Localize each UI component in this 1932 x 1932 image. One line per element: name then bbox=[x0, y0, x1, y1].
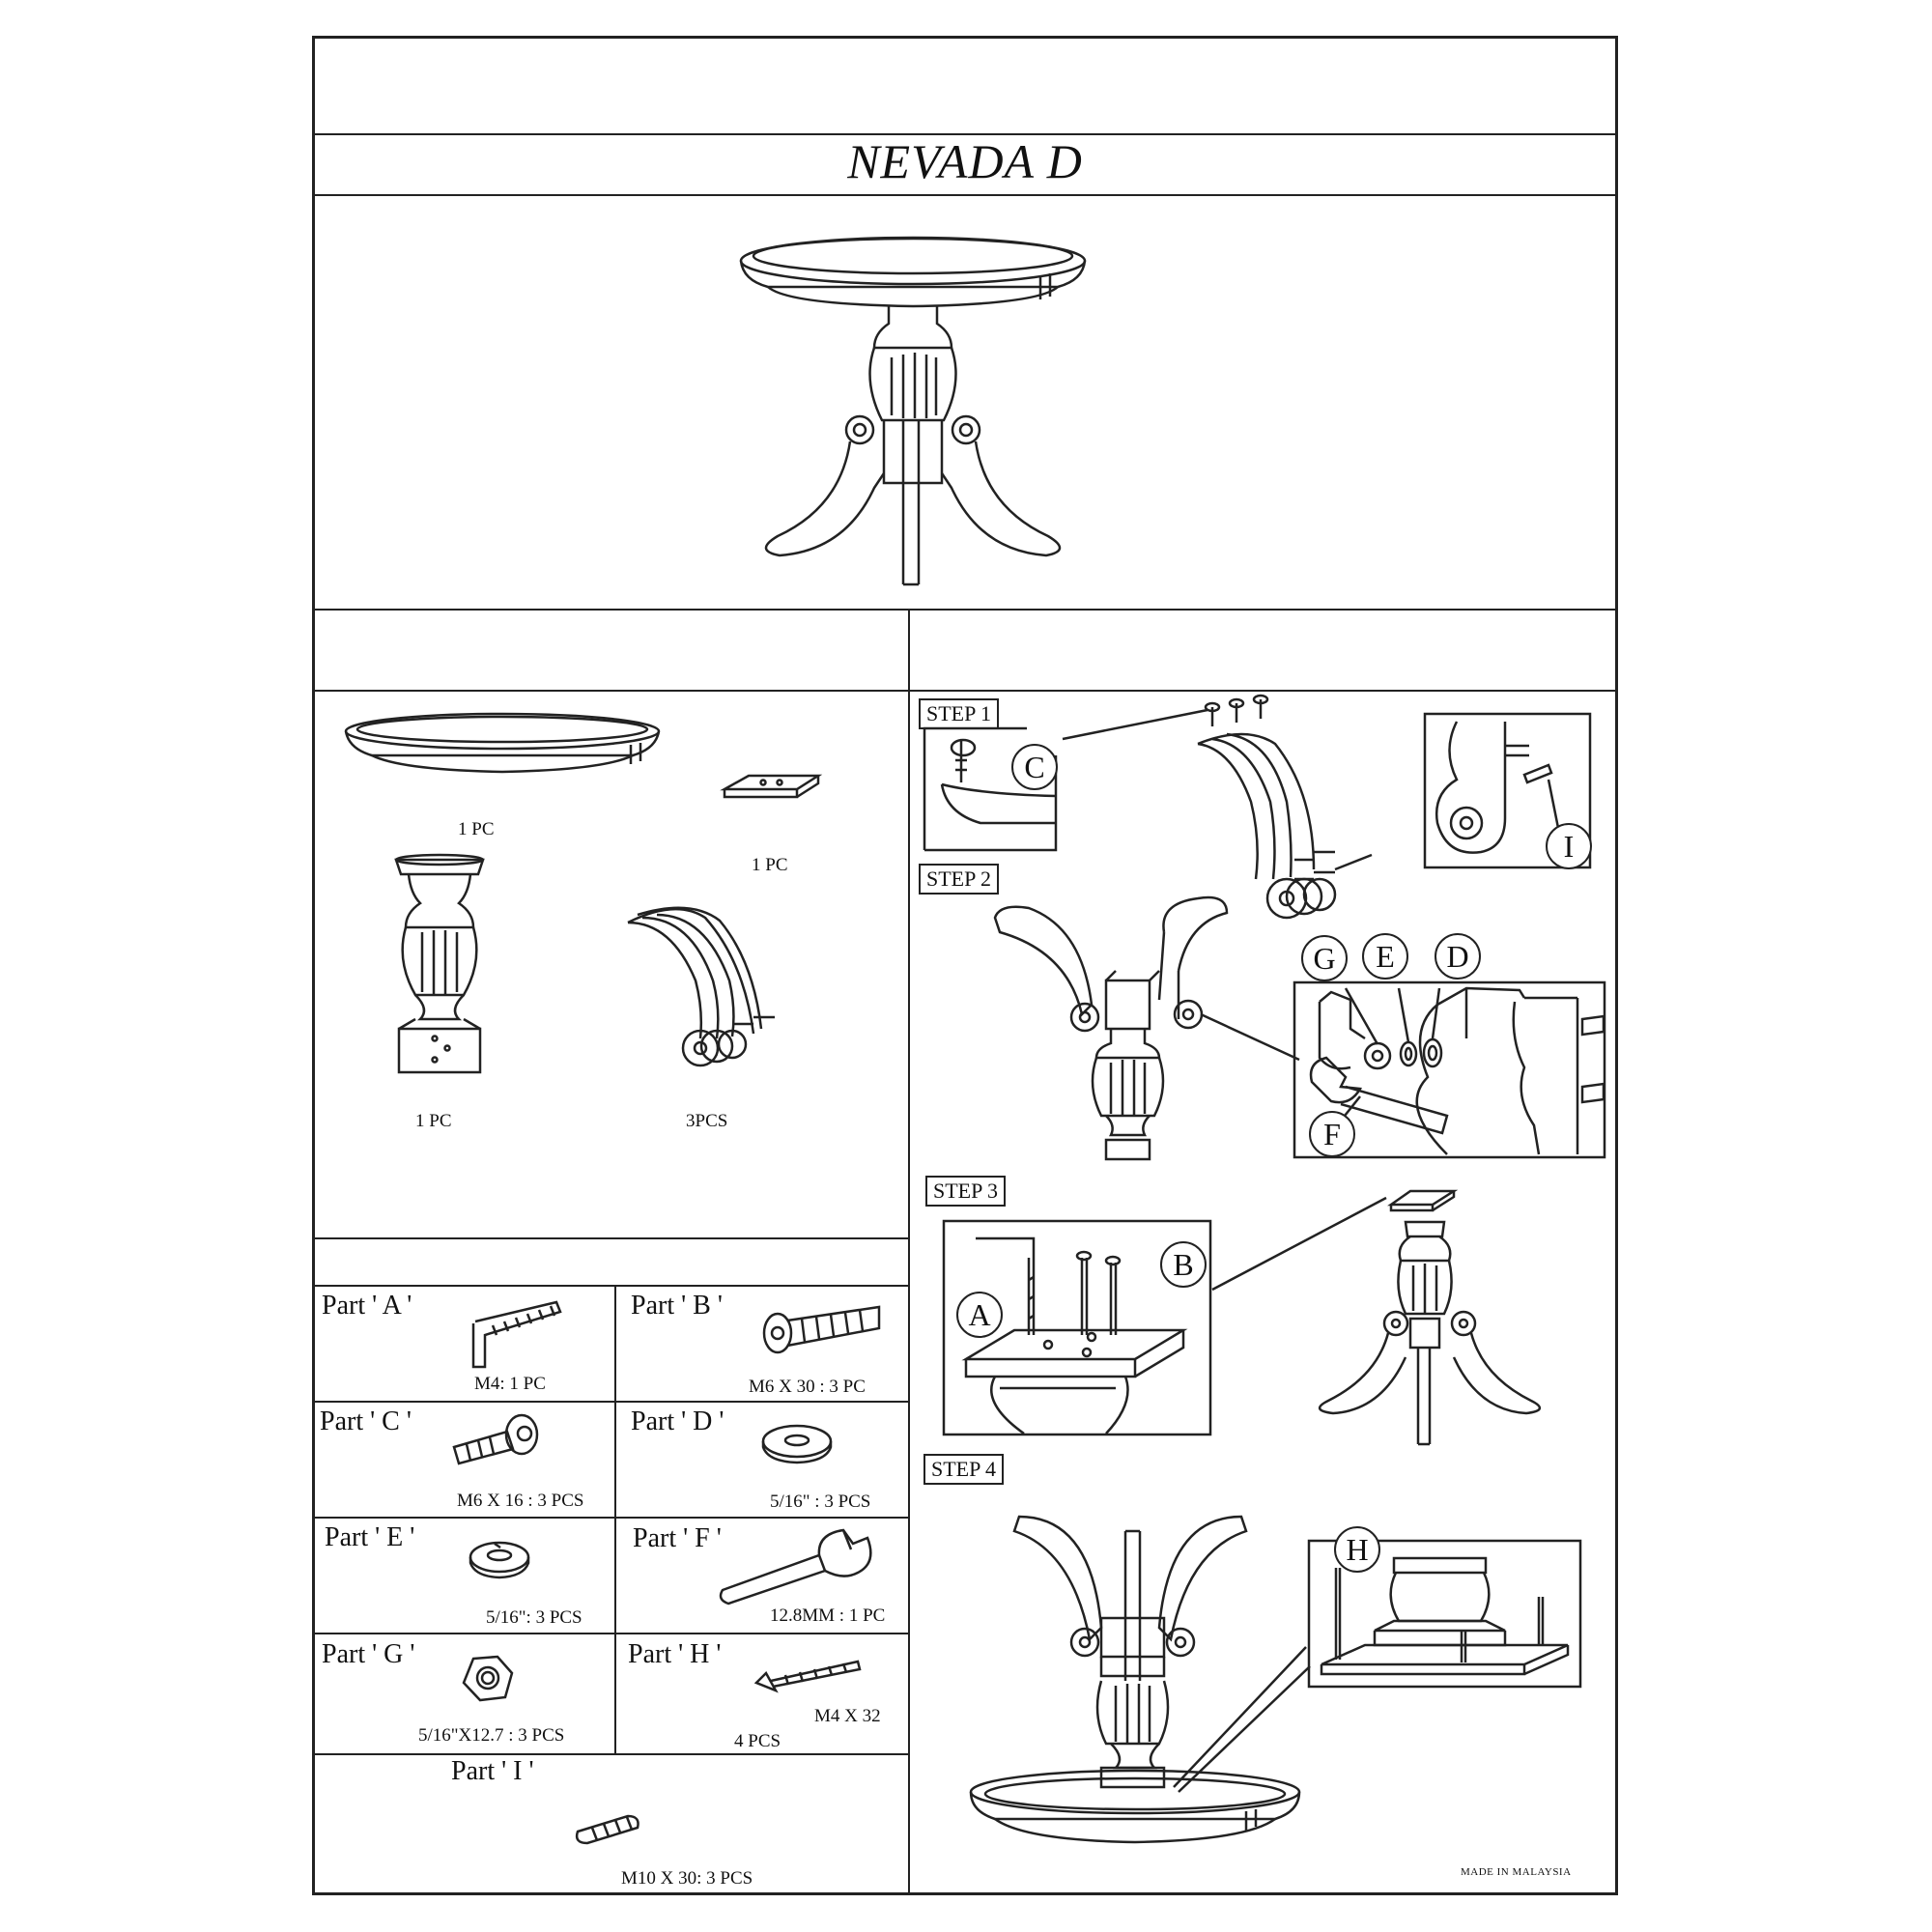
part-g-spec: 5/16"X12.7 : 3 PCS bbox=[418, 1725, 565, 1746]
part-h-label: Part ' H ' bbox=[628, 1639, 722, 1669]
part-d-spec: 5/16" : 3 PCS bbox=[770, 1492, 871, 1512]
callout-c: C bbox=[1011, 744, 1058, 790]
callout-g: G bbox=[1301, 935, 1348, 981]
part-i-spec: M10 X 30: 3 PCS bbox=[621, 1868, 753, 1889]
step-1-screws-and-legs bbox=[1063, 696, 1372, 927]
callout-e: E bbox=[1362, 933, 1408, 980]
pedestal-quantity: 1 PC bbox=[415, 1111, 452, 1131]
country-of-origin: MADE IN MALAYSIA bbox=[1461, 1866, 1572, 1878]
allen-key-icon bbox=[464, 1294, 565, 1377]
dowel-pin-icon bbox=[568, 1806, 645, 1855]
table-top-quantity: 1 PC bbox=[458, 819, 495, 839]
column-divider bbox=[908, 609, 910, 1895]
hex-nut-icon bbox=[459, 1654, 517, 1707]
part-h-spec: M4 X 32 bbox=[814, 1706, 881, 1726]
step-1-inset-box bbox=[1423, 712, 1592, 869]
header-divider-2 bbox=[312, 194, 1618, 196]
assembled-table-illustration bbox=[729, 227, 1096, 589]
part-f-label: Part ' F ' bbox=[633, 1523, 722, 1553]
callout-h: H bbox=[1334, 1526, 1380, 1573]
part-i-label: Part ' I ' bbox=[451, 1756, 534, 1786]
pedestal-column-part bbox=[391, 855, 488, 1082]
part-c-spec: M6 X 16 : 3 PCS bbox=[457, 1491, 584, 1511]
overview-divider bbox=[312, 609, 1618, 611]
part-b-spec: M6 X 30 : 3 PC bbox=[749, 1377, 866, 1397]
callout-f: F bbox=[1309, 1111, 1355, 1157]
section-header-divider bbox=[312, 690, 1618, 692]
part-a-spec: M4: 1 PC bbox=[474, 1374, 546, 1394]
step-2-inset-box bbox=[1293, 980, 1606, 1159]
mounting-plate-quantity: 1 PC bbox=[752, 855, 788, 875]
step-3-label: STEP 3 bbox=[925, 1176, 1007, 1207]
wood-screw-icon bbox=[752, 1654, 863, 1702]
part-b-label: Part ' B ' bbox=[631, 1291, 723, 1321]
hardware-row-3 bbox=[312, 1633, 908, 1634]
part-g-label: Part ' G ' bbox=[322, 1639, 415, 1669]
mounting-plate-part bbox=[720, 768, 826, 807]
step-4-assembly bbox=[956, 1512, 1314, 1869]
part-e-spec: 5/16": 3 PCS bbox=[486, 1607, 582, 1628]
step-2-assembly bbox=[990, 894, 1309, 1169]
hardware-column-divider bbox=[614, 1285, 616, 1753]
part-e-label: Part ' E ' bbox=[325, 1522, 415, 1552]
step-1-label: STEP 1 bbox=[919, 698, 1000, 729]
hardware-row-4 bbox=[312, 1753, 908, 1755]
bolt-m6x16-icon bbox=[449, 1410, 546, 1468]
header-divider-1 bbox=[312, 133, 1618, 135]
hardware-row-1 bbox=[312, 1401, 908, 1403]
part-h-quantity: 4 PCS bbox=[734, 1731, 781, 1751]
callout-d: D bbox=[1435, 933, 1481, 980]
table-top-part bbox=[343, 710, 662, 782]
legs-quantity: 3PCS bbox=[686, 1111, 728, 1131]
spring-washer-icon bbox=[466, 1536, 533, 1584]
callout-i: I bbox=[1546, 823, 1592, 869]
callout-a: A bbox=[956, 1292, 1003, 1338]
instruction-sheet-frame bbox=[312, 36, 1618, 1895]
step-3-inset-box bbox=[942, 1219, 1212, 1436]
step-1-detail-box bbox=[923, 726, 1058, 852]
part-d-label: Part ' D ' bbox=[631, 1406, 724, 1436]
product-title: NEVADA D bbox=[847, 134, 1083, 188]
flat-washer-icon bbox=[758, 1420, 836, 1468]
callout-b: B bbox=[1160, 1241, 1207, 1288]
bolt-m6x30-icon bbox=[758, 1299, 884, 1357]
hardware-header-top bbox=[312, 1237, 908, 1239]
part-f-spec: 12.8MM : 1 PC bbox=[770, 1605, 886, 1626]
wrench-icon bbox=[713, 1524, 877, 1606]
part-c-label: Part ' C ' bbox=[320, 1406, 412, 1436]
legs-part bbox=[618, 903, 787, 1072]
part-a-label: Part ' A ' bbox=[322, 1291, 412, 1321]
step-2-label: STEP 2 bbox=[919, 864, 1000, 895]
hardware-header-bottom bbox=[312, 1285, 908, 1287]
step-4-inset-box bbox=[1307, 1539, 1582, 1689]
hardware-row-2 bbox=[312, 1517, 908, 1519]
step-4-label: STEP 4 bbox=[923, 1454, 1005, 1485]
step-3-assembled-base bbox=[1212, 1183, 1541, 1449]
